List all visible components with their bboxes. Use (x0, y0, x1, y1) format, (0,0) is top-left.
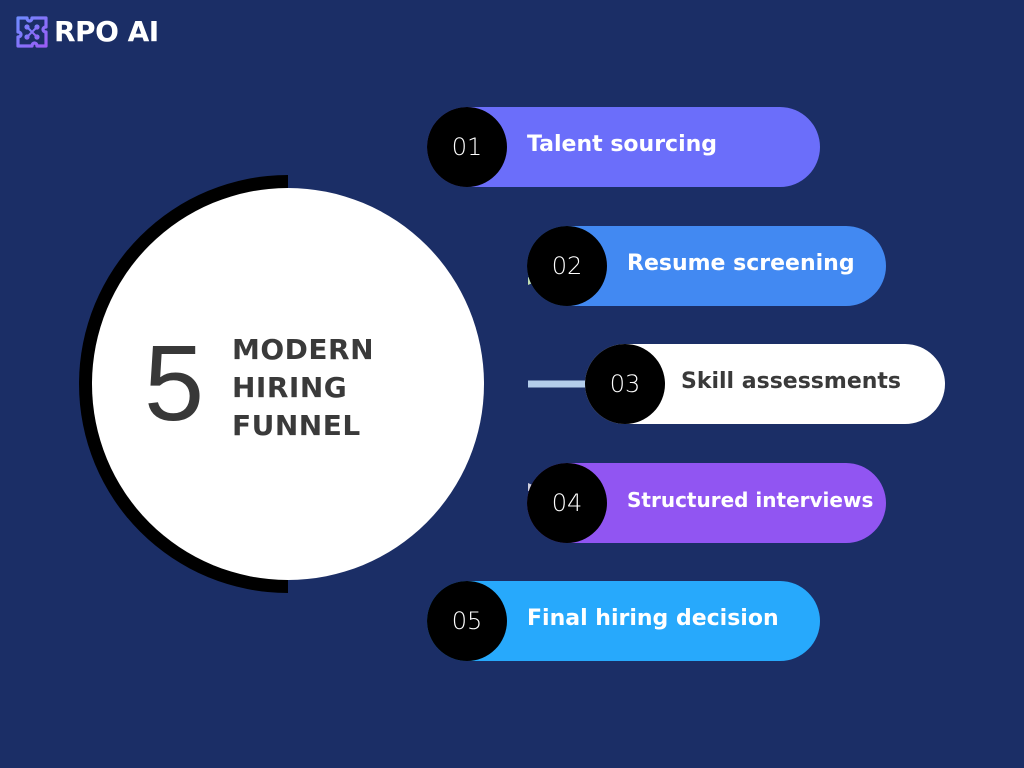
step-pill-01: 01 Talent sourcing (427, 107, 820, 187)
step-pill-05: 05 Final hiring decision (427, 581, 820, 661)
puzzle-logo-icon (16, 16, 48, 48)
step-pill-02: 02 Resume screening (527, 226, 886, 306)
step-number-05: 05 (427, 581, 507, 661)
step-number-01: 01 (427, 107, 507, 187)
brand-name: RPO AI (54, 15, 159, 48)
step-pill-04: 04 Structured interviews (527, 463, 886, 543)
brand: RPO AI (14, 14, 159, 50)
title-line-2: HIRING (232, 371, 348, 404)
step-number-04: 04 (527, 463, 607, 543)
step-label-04: Structured interviews (627, 488, 874, 512)
step-pill-03: 03 Skill assessments (585, 344, 945, 424)
title-line-3: FUNNEL (232, 409, 361, 442)
step-label-03: Skill assessments (681, 368, 902, 394)
funnel-title: MODERN HIRING FUNNEL (232, 331, 374, 445)
title-line-1: MODERN (232, 333, 375, 366)
step-label-05: Final hiring decision (527, 605, 779, 631)
step-number-03: 03 (585, 344, 665, 424)
central-circle (92, 188, 484, 580)
step-label-01: Talent sourcing (527, 131, 718, 157)
step-number-02: 02 (527, 226, 607, 306)
step-label-02: Resume screening (627, 250, 855, 276)
big-number: 5 (144, 322, 205, 443)
